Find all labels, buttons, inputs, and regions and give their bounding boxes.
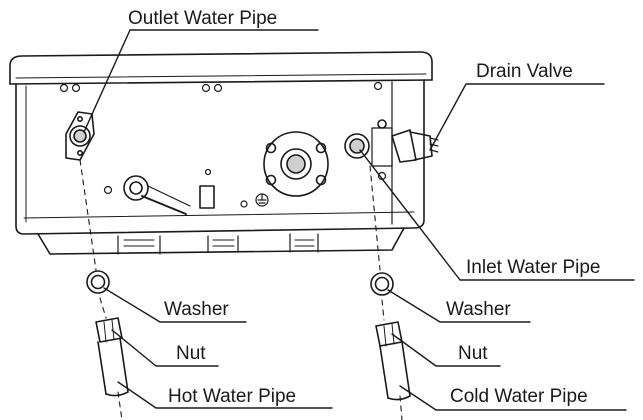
label-nut-right: Nut [458,343,488,364]
label-nut-left: Nut [176,343,206,364]
ground-icon [255,193,269,207]
gas-inlet-fitting [123,175,191,215]
centerlines [79,159,403,420]
screw-icons [59,81,387,208]
inlet-fitting [344,119,393,167]
label-washer-right: Washer [446,299,511,320]
outlet-fitting [65,111,95,161]
washer-left [86,270,110,294]
label-outlet-water-pipe: Outlet Water Pipe [128,8,278,29]
leader-lines [83,29,635,411]
label-washer-left: Washer [164,299,229,320]
label-hot-water-pipe: Hot Water Pipe [168,386,297,407]
washer-right [370,272,394,296]
gas-flange [263,131,329,197]
drain-valve-part [391,129,439,163]
power-switch [199,185,215,209]
label-cold-water-pipe: Cold Water Pipe [450,386,588,407]
heater-bottom-skirt [37,227,405,255]
heater-top-cover [9,51,433,85]
label-drain-valve: Drain Valve [476,61,573,82]
cold-water-pipe-part [375,321,411,401]
label-inlet-water-pipe: Inlet Water Pipe [466,257,601,278]
